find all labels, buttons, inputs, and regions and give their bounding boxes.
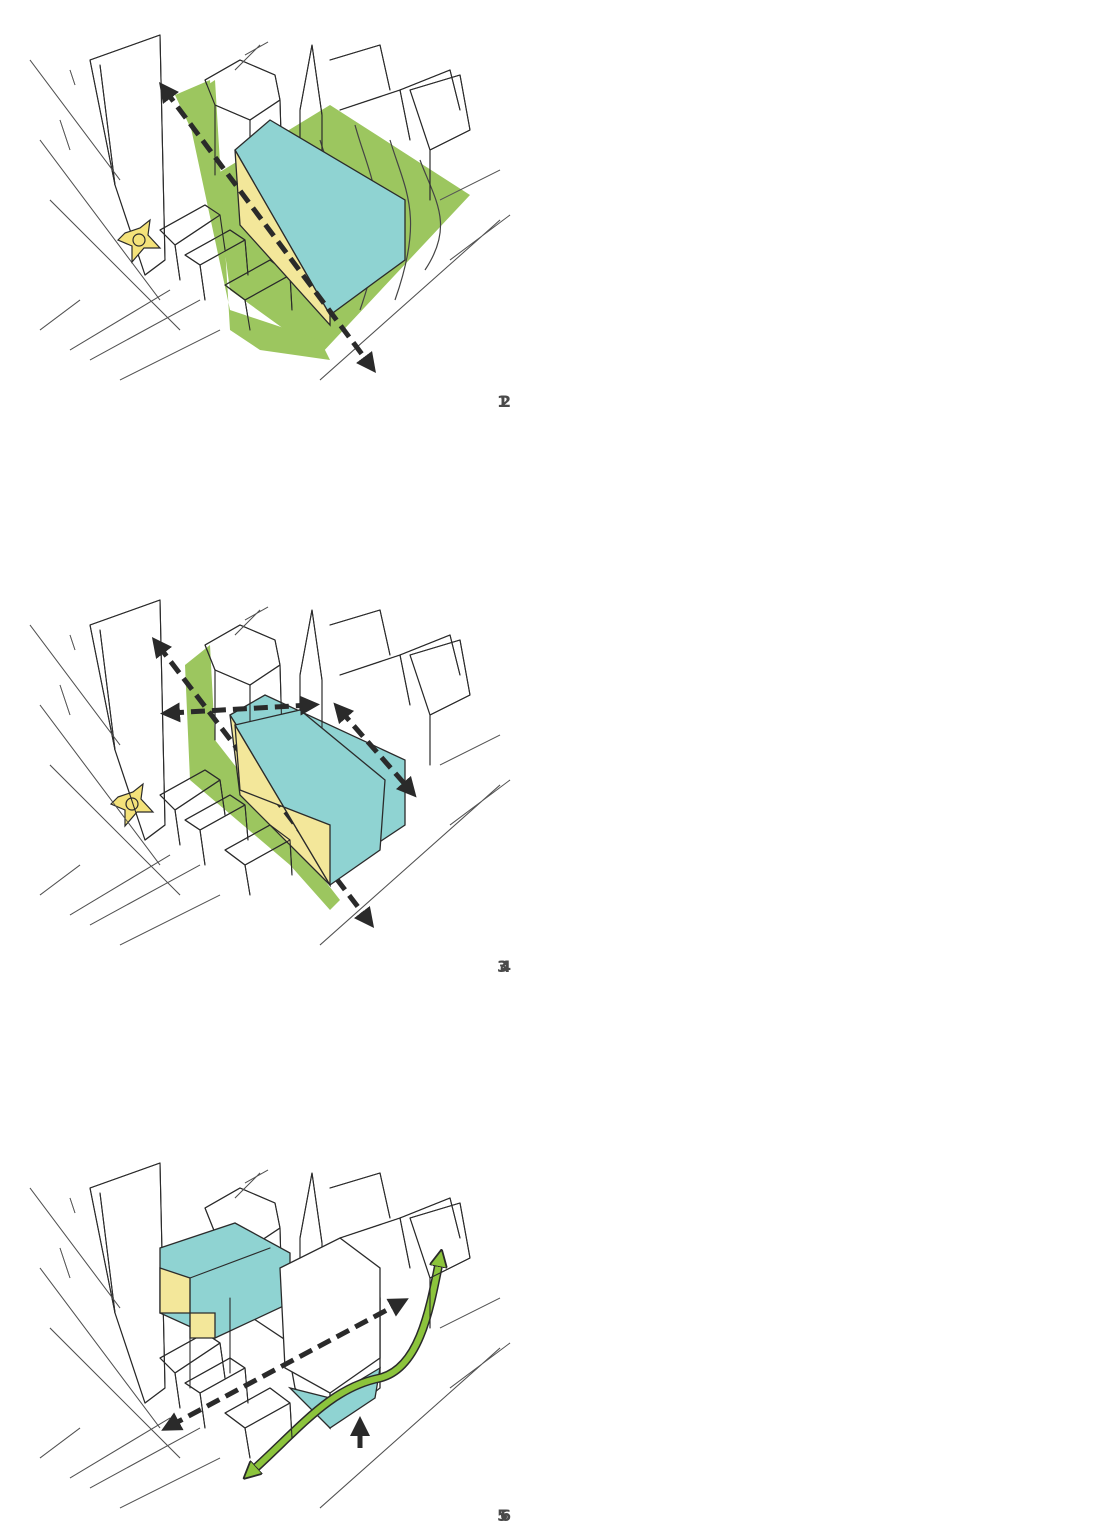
panel-number: 3 (497, 957, 509, 976)
panel-6-sketch (29, 1162, 511, 1509)
axis-arrow (159, 81, 376, 374)
panel-number: 5 (497, 1506, 509, 1525)
diagram-panel-4: 4 (0, 565, 530, 985)
arrow-left-right (160, 695, 320, 723)
panel-number: 1 (497, 392, 509, 411)
axis-arrow (161, 1298, 409, 1431)
massing-block-outline (279, 1237, 381, 1394)
star-marker-icon (116, 218, 162, 264)
massing-block-yellow-face (234, 724, 331, 888)
arrow-diagonal (333, 702, 417, 798)
star-marker-icon (109, 782, 155, 828)
panel-4-sketch (29, 599, 511, 946)
panel-2-sketch (29, 34, 511, 381)
diagram-panel-6: 6 (0, 1128, 530, 1536)
panel-number: 6 (500, 1506, 512, 1525)
panel-number: 2 (500, 392, 512, 411)
panel-number: 4 (500, 957, 512, 976)
diagram-panel-2: 2 (0, 0, 530, 420)
